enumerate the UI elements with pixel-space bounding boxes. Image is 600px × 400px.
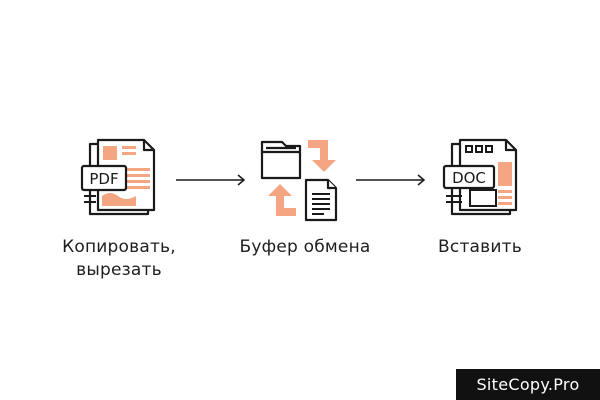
step-label-line: вырезать <box>76 260 162 280</box>
step-label-paste: Вставить <box>420 236 540 259</box>
arrow-right-icon <box>356 174 426 186</box>
pdf-document-icon: PDF <box>80 138 156 216</box>
doc-document-icon: DOC <box>442 138 518 216</box>
step-label-line: Буфер обмена <box>239 237 371 257</box>
clipboard-exchange-icon <box>260 140 338 222</box>
arrow-right-icon <box>176 174 246 186</box>
step-label-line: Копировать, <box>62 237 176 257</box>
watermark-badge: SiteCopy.Pro <box>456 369 600 400</box>
doc-badge-text: DOC <box>452 169 486 187</box>
step-label-copy: Копировать, вырезать <box>44 236 194 282</box>
step-label-line: Вставить <box>438 237 522 257</box>
step-label-clipboard: Буфер обмена <box>220 236 390 259</box>
pdf-badge-text: PDF <box>89 170 118 188</box>
